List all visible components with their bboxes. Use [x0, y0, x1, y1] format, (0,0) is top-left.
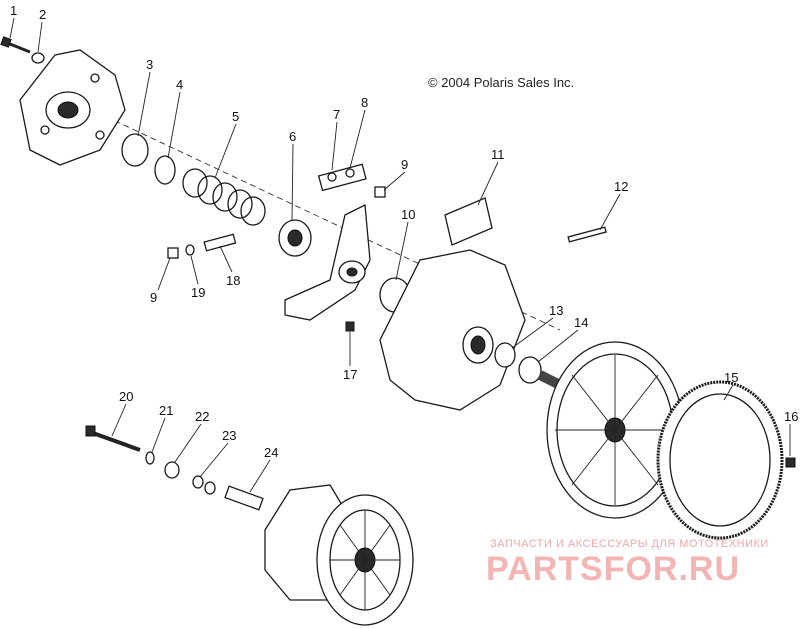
part-screw-17 [345, 321, 355, 332]
part-nut-9-bottom [167, 247, 179, 259]
callout-13: 13 [549, 303, 563, 318]
part-spring-5 [182, 168, 266, 226]
watermark-tagline: ЗАПЧАСТИ И АКСЕССУАРЫ ДЛЯ МОТОТЕХНИКИ [490, 538, 769, 550]
callout-8: 8 [361, 95, 368, 110]
part-washer-14 [518, 356, 542, 384]
callout-15: 15 [724, 370, 738, 385]
leader-lines [9, 17, 791, 493]
part-roller-6 [278, 219, 312, 257]
part-cover-plate [19, 49, 126, 166]
part-plate-11 [444, 197, 493, 246]
part-bolt-16 [785, 457, 796, 468]
part-bolt-20 [85, 425, 141, 452]
part-ring-gear-15 [656, 380, 784, 540]
callout-9-top: 9 [401, 157, 408, 172]
copyright-notice: © 2004 Polaris Sales Inc. [428, 75, 574, 90]
callout-24: 24 [264, 445, 278, 460]
part-washer-21 [145, 451, 155, 465]
callout-9-bottom: 9 [150, 290, 157, 305]
part-spacer-24 [224, 485, 264, 511]
callout-3: 3 [146, 57, 153, 72]
callout-18: 18 [226, 273, 240, 288]
watermark-logo: PARTSFOR.RU [486, 550, 740, 588]
part-washer-19 [185, 244, 195, 256]
callout-4: 4 [176, 77, 183, 92]
callout-20: 20 [119, 389, 133, 404]
callout-19: 19 [191, 285, 205, 300]
part-pin-12 [567, 226, 607, 243]
callout-6: 6 [289, 129, 296, 144]
callout-14: 14 [574, 315, 588, 330]
callout-1: 1 [10, 3, 17, 18]
part-snap-ring-4 [154, 155, 176, 185]
part-nut-9-top [374, 186, 386, 198]
callout-7: 7 [333, 107, 340, 122]
part-fixed-sheave [537, 341, 684, 519]
part-washer-23a [192, 475, 204, 489]
part-pin-18 [203, 233, 237, 252]
part-screw-1 [0, 36, 31, 54]
callout-5: 5 [232, 109, 239, 124]
part-washer-2 [31, 52, 45, 64]
part-moveable-sheave [379, 249, 526, 411]
callout-22: 22 [195, 409, 209, 424]
callout-12: 12 [614, 179, 628, 194]
callout-10: 10 [401, 207, 415, 222]
part-driven-clutch [264, 484, 414, 626]
part-washer-22 [164, 461, 180, 479]
part-washer-23b [204, 481, 216, 495]
part-washer-13 [494, 342, 516, 368]
part-arm-bracket [284, 203, 371, 321]
callout-2: 2 [39, 7, 46, 22]
part-clip-7-8 [317, 163, 367, 192]
part-ring-3 [121, 133, 149, 167]
callout-21: 21 [159, 403, 173, 418]
callout-11: 11 [491, 147, 505, 162]
callout-16: 16 [784, 409, 798, 424]
callout-23: 23 [222, 428, 236, 443]
callout-17: 17 [343, 367, 357, 382]
